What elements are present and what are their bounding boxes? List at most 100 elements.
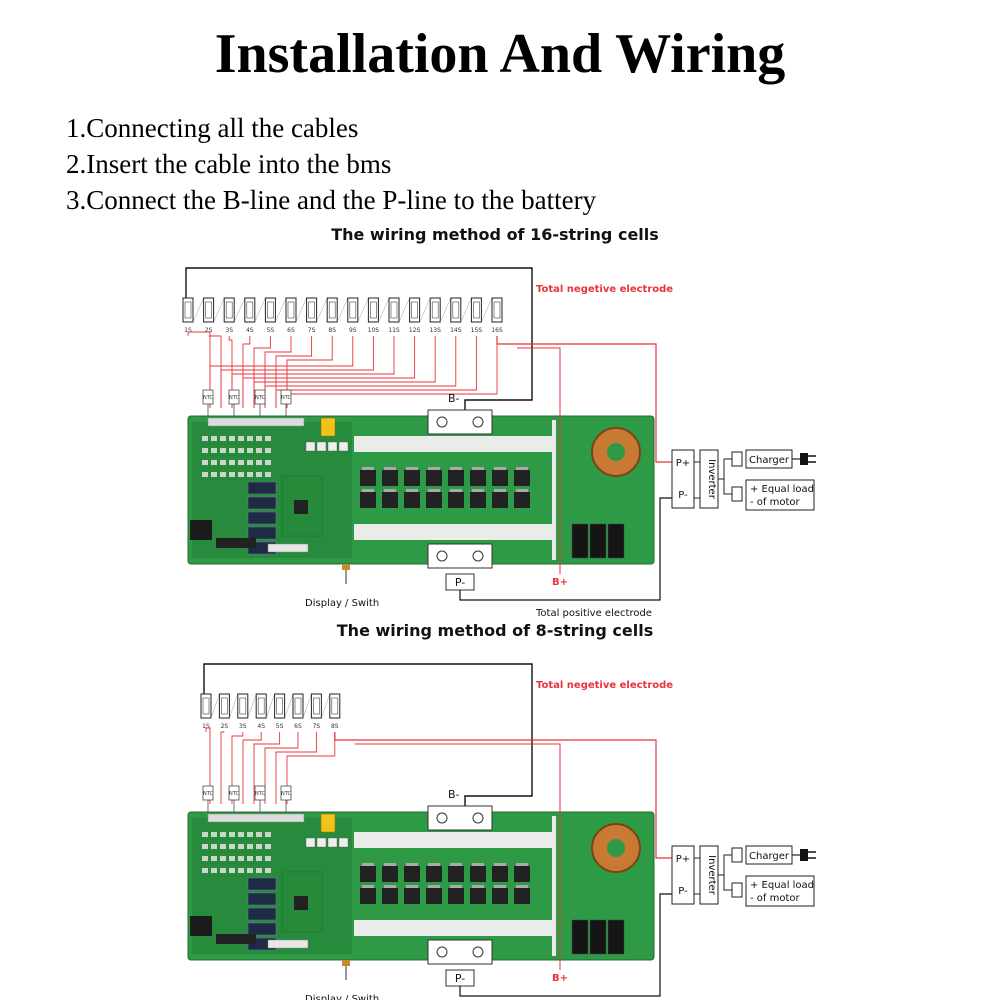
load-box <box>745 875 815 907</box>
smd-component <box>247 472 253 477</box>
smd-component <box>256 868 262 873</box>
cell-label: 6S <box>294 723 302 730</box>
balance-wire <box>220 731 225 804</box>
smd-component <box>256 436 262 441</box>
cell-inner <box>202 697 210 715</box>
mosfet <box>514 888 530 904</box>
smd-component <box>211 832 217 837</box>
capacitor-yellow <box>320 813 336 833</box>
plug-icon <box>800 453 808 465</box>
cell-link <box>419 297 431 323</box>
mosfet-tab <box>384 885 396 888</box>
cell-icon <box>310 693 322 719</box>
chip-square <box>327 441 338 452</box>
inverter-label: Inverter <box>706 459 717 500</box>
smd-component <box>265 868 271 873</box>
balance-wire <box>242 732 262 804</box>
mosfet-tab <box>362 489 374 492</box>
p-minus-label: P- <box>455 576 465 589</box>
mosfet <box>514 866 530 882</box>
toroid-core <box>607 839 625 857</box>
mosfet <box>448 470 464 486</box>
step-3: 3.Connect the B-line and the P-line to t… <box>66 185 597 215</box>
cell-inner <box>370 301 377 319</box>
cell-inner <box>313 697 320 715</box>
cell-inner <box>431 301 439 319</box>
smd-component <box>202 460 208 465</box>
pin-header <box>216 934 256 944</box>
smd-component <box>229 832 235 837</box>
smd-component <box>229 460 235 465</box>
mosfet <box>360 492 376 508</box>
cell-label: 11S <box>388 327 400 334</box>
total-negative-label: Total negetive electrode <box>536 680 673 691</box>
cell-link <box>247 693 257 719</box>
mosfet-tab <box>384 467 396 470</box>
copper-bar-bottom <box>354 524 554 540</box>
smd-component <box>238 436 244 441</box>
smd-component <box>247 868 253 873</box>
mosfet <box>360 866 376 882</box>
total-positive-label: Total positive electrode <box>535 608 652 619</box>
cell-label: 12S <box>409 327 421 334</box>
b-minus-label: B- <box>448 392 460 405</box>
cell-inner <box>473 301 480 319</box>
mosfet-tab <box>406 885 418 888</box>
cell-inner <box>246 301 254 319</box>
inductor-block <box>190 916 212 936</box>
cell-label: 4S <box>246 327 254 334</box>
cell-label: 8S <box>331 723 339 730</box>
ntc-label: NTC <box>229 395 240 401</box>
mosfet-tab <box>472 863 484 866</box>
smd-component <box>256 472 262 477</box>
cell-icon <box>264 297 276 323</box>
smd-component <box>229 436 235 441</box>
ntc-label: NTC <box>281 395 292 401</box>
cell-link <box>213 297 225 323</box>
cell-icon <box>409 297 421 323</box>
load-label-line1: + Equal load <box>750 484 814 495</box>
display-label: Display / Swith <box>305 598 379 609</box>
balance-wire <box>286 732 336 804</box>
smd-component <box>220 844 226 849</box>
smd-component <box>238 448 244 453</box>
terminal-bolt <box>472 946 484 958</box>
mosfet-tab <box>362 885 374 888</box>
mcu-chip <box>294 896 308 910</box>
chip-square <box>338 837 349 848</box>
copper-bar-top <box>354 436 554 452</box>
mosfet <box>492 888 508 904</box>
balance-wire <box>231 732 244 804</box>
copper-bar-top <box>354 832 554 848</box>
mosfet-tab <box>362 863 374 866</box>
ntc-label: NTC <box>281 791 292 797</box>
wire <box>718 854 732 876</box>
mosfet-tab <box>494 489 506 492</box>
mosfet-tab <box>362 467 374 470</box>
smd-component <box>247 436 253 441</box>
smd-component <box>220 460 226 465</box>
cell-link <box>302 693 312 719</box>
balance-wire <box>264 336 457 408</box>
mosfet-tab <box>494 885 506 888</box>
fuse-icon <box>731 451 743 467</box>
capacitor-stack <box>247 481 277 495</box>
mosfet-tab <box>384 863 396 866</box>
cell-label: 6S <box>287 327 295 334</box>
cell-inner <box>328 301 336 319</box>
smd-component <box>220 832 226 837</box>
cell-icon <box>306 297 318 323</box>
cell-inner <box>267 301 274 319</box>
toroid-core <box>607 443 625 461</box>
cell-inner <box>452 301 460 319</box>
cell-label: 4S <box>257 723 265 730</box>
smd-component <box>202 844 208 849</box>
cell-link <box>481 297 493 323</box>
cell-label: 9S <box>349 327 357 334</box>
pin-header <box>216 538 256 548</box>
instruction-steps: 1.Connecting all the cables 2.Insert the… <box>66 110 596 218</box>
capacitor-stack <box>247 892 277 906</box>
capacitor-stack <box>247 922 277 936</box>
terminal-bolt <box>436 416 448 428</box>
mosfet-tab <box>450 489 462 492</box>
